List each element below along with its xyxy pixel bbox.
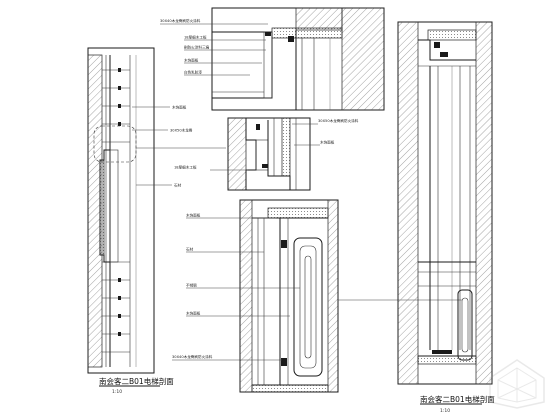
- svg-text:30X50木龙骨: 30X50木龙骨: [170, 128, 193, 133]
- zhulong-logo-icon: [489, 359, 545, 409]
- svg-text:石材: 石材: [174, 183, 182, 188]
- svg-text:18厚细木工板: 18厚细木工板: [184, 35, 207, 40]
- svg-text:不锈钢: 不锈钢: [186, 283, 197, 288]
- svg-text:木饰面板: 木饰面板: [172, 105, 187, 110]
- svg-text:白色乳胶漆: 白色乳胶漆: [184, 70, 202, 75]
- bottom-spec-label: 30X40木龙骨刷防火涂料: [172, 354, 213, 359]
- middle-spec-label: 30X50木龙骨刷防火涂料: [318, 118, 359, 123]
- top-detail: 30X40木龙骨刷防火涂料 18厚细木工板 刷防火涂料三遍 木饰面板 白色乳胶漆: [160, 7, 385, 111]
- top-spec-label: 30X40木龙骨刷防火涂料: [160, 18, 201, 23]
- svg-text:刷防火涂料三遍: 刷防火涂料三遍: [184, 45, 210, 50]
- lower-detail: 木饰面板 石材 不锈钢 木饰面板 30X40木龙骨刷防火涂料: [172, 199, 339, 393]
- svg-text:18厚细木工板: 18厚细木工板: [174, 165, 197, 170]
- left-title: 南会客二B01电梯剖面: [99, 376, 174, 386]
- middle-detail: 30X50木龙骨刷防火涂料 木饰面板 18厚细木工板: [174, 117, 359, 191]
- left-section: 木饰面板 30X50木龙骨 石材 南会客二B01电梯剖面 1:10: [87, 47, 226, 395]
- right-section: 南会客二B01电梯剖面 1:10: [397, 21, 495, 414]
- svg-text:木饰面板: 木饰面板: [320, 140, 335, 145]
- svg-text:木饰面板: 木饰面板: [186, 311, 201, 316]
- right-scale: 1:10: [440, 408, 450, 414]
- svg-text:石材: 石材: [186, 247, 194, 252]
- svg-text:木饰面板: 木饰面板: [184, 58, 199, 63]
- svg-text:木饰面板: 木饰面板: [186, 213, 201, 218]
- left-scale: 1:10: [112, 389, 122, 395]
- right-title: 南会客二B01电梯剖面: [420, 394, 495, 404]
